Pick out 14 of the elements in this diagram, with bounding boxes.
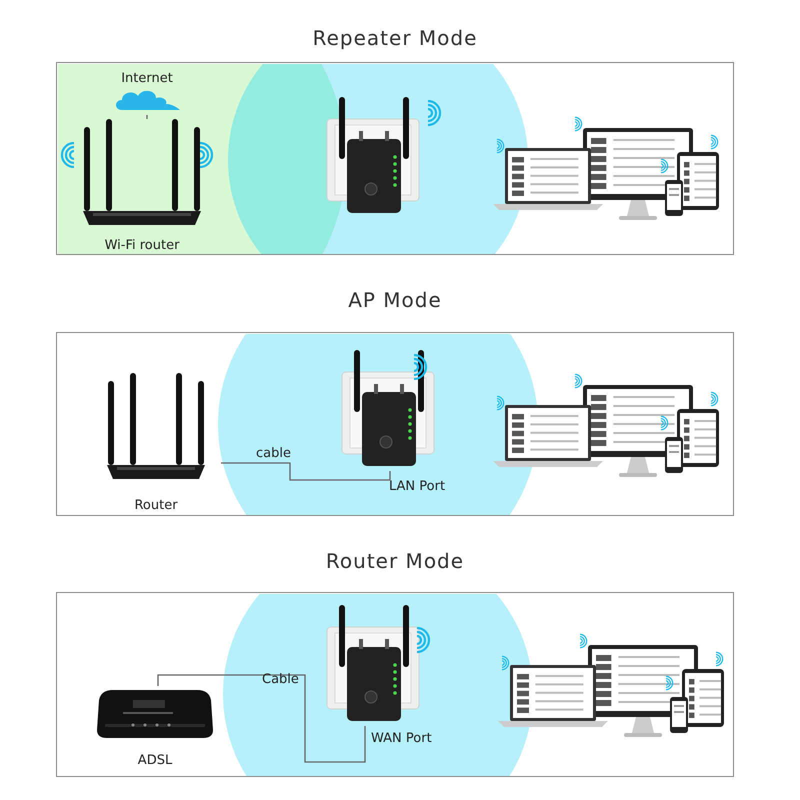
device-label: Wi-Fi router: [104, 238, 180, 253]
edge-label: cable: [256, 446, 291, 461]
section-heading: Repeater Mode: [312, 26, 478, 50]
device-label: ADSL: [138, 753, 172, 768]
cable-line: [157, 674, 366, 763]
device-label: Router: [134, 498, 178, 513]
port-label: LAN Port: [389, 479, 446, 494]
edge-label: Cable: [262, 672, 299, 687]
section-heading: Router Mode: [324, 549, 466, 573]
cable-line: [221, 462, 391, 481]
cable-line: [146, 115, 148, 119]
port-label: WAN Port: [371, 731, 432, 746]
cloud-label: Internet: [120, 71, 174, 86]
section-heading: AP Mode: [347, 288, 443, 312]
